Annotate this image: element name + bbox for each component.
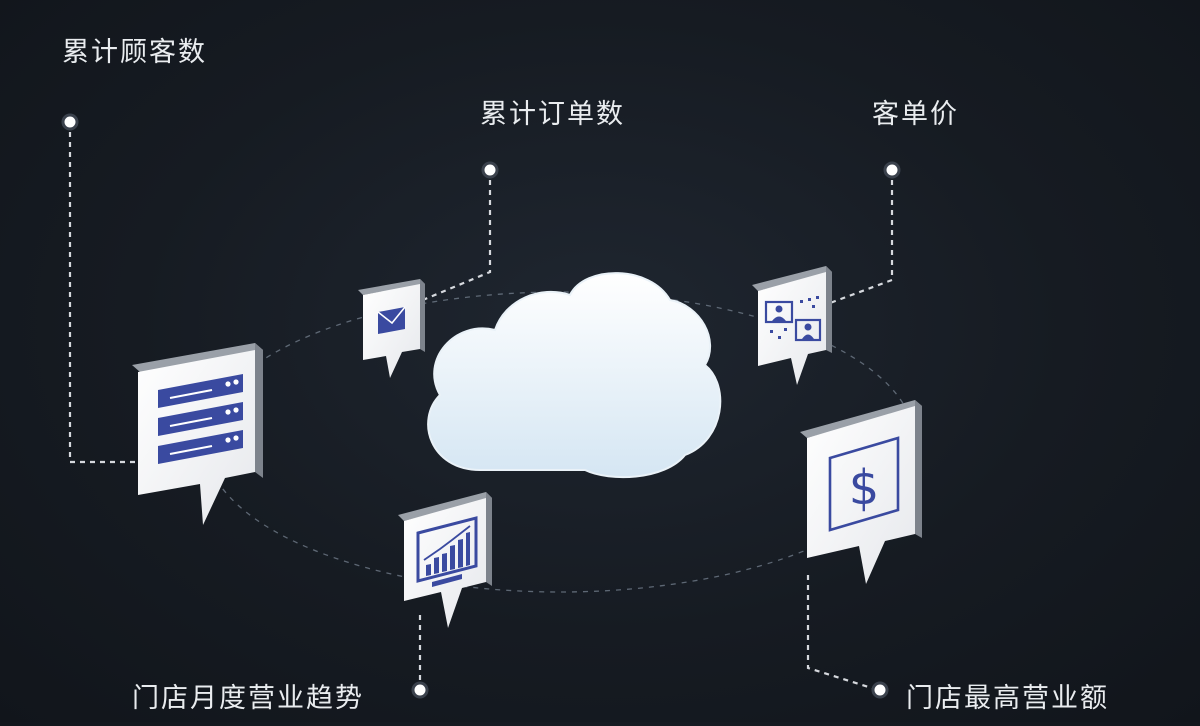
dot-monthly-trend — [411, 681, 429, 699]
mail-card — [358, 279, 425, 378]
label-unit-price: 客单价 — [872, 99, 959, 130]
dollar-icon: $ — [828, 436, 900, 532]
monitor-card — [398, 492, 492, 628]
dot-max-revenue — [871, 681, 889, 699]
bar-chart-monitor-icon — [416, 516, 478, 587]
cloud-icon — [427, 272, 722, 479]
server-icon — [158, 374, 243, 464]
label-cumulative-customers: 累计顾客数 — [62, 37, 207, 68]
dollar-card: $ — [800, 400, 922, 584]
dot-unit-price — [883, 161, 901, 179]
connector-max-revenue — [806, 575, 879, 692]
connector-customers — [68, 122, 140, 464]
label-store-max-revenue: 门店最高营业额 — [906, 683, 1109, 714]
dot-customers — [61, 113, 79, 131]
connector-unit-price — [829, 170, 894, 305]
connector-orders — [417, 170, 492, 304]
video-call-icon — [764, 296, 822, 342]
label-cumulative-orders: 累计订单数 — [480, 99, 625, 130]
mail-icon — [377, 306, 406, 334]
video-call-card — [752, 266, 832, 385]
server-card — [132, 343, 263, 525]
connector-dots — [61, 113, 901, 699]
dot-orders — [481, 161, 499, 179]
dollar-sign: $ — [849, 460, 880, 516]
label-store-monthly-trend: 门店月度营业趋势 — [132, 683, 364, 714]
connectors — [68, 122, 894, 692]
